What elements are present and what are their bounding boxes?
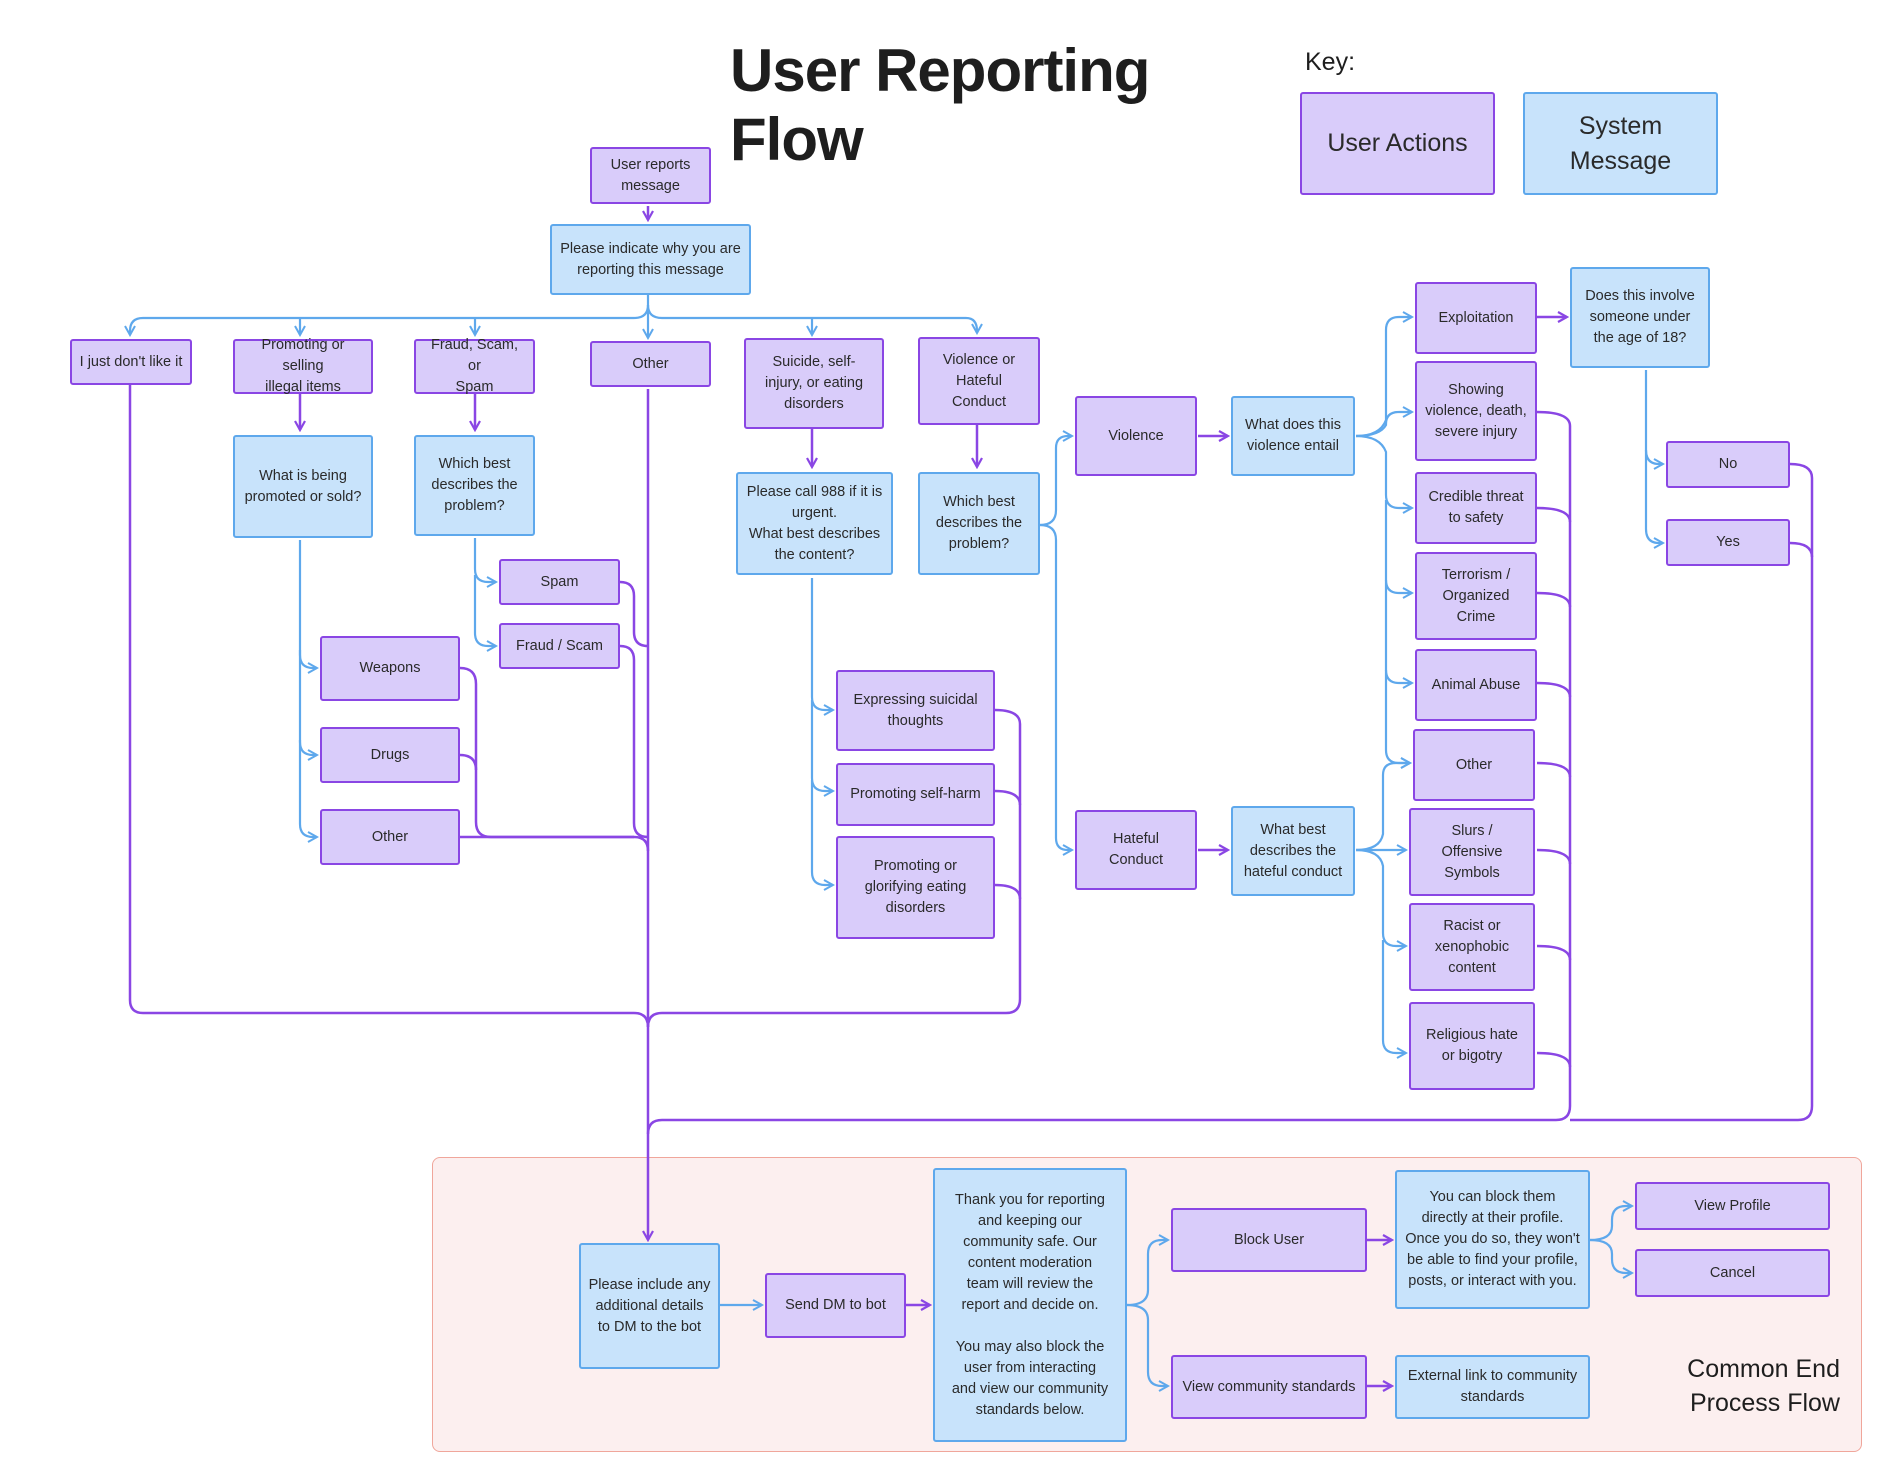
node-view-profile[interactable]: View Profile [1635, 1182, 1830, 1230]
node-fraud-scam[interactable]: Fraud / Scam [499, 623, 620, 669]
end-label-line-1: Common End [1687, 1355, 1840, 1383]
node-exploitation[interactable]: Exploitation [1415, 282, 1537, 354]
node-no[interactable]: No [1666, 441, 1790, 488]
node-violence[interactable]: Violence [1075, 396, 1197, 476]
node-promoting-selling[interactable]: Promoting or selling illegal items [233, 337, 373, 395]
node-religious[interactable]: Religious hate or bigotry [1409, 1002, 1535, 1090]
page-title: User Reporting Flow [730, 37, 1150, 173]
node-which-best-violence: Which best describes the problem? [918, 472, 1040, 575]
node-yes[interactable]: Yes [1666, 519, 1790, 566]
node-showing-violence[interactable]: Showing violence, death, severe injury [1415, 361, 1537, 461]
node-cancel[interactable]: Cancel [1635, 1249, 1830, 1297]
node-spam[interactable]: Spam [499, 559, 620, 605]
node-promoting-self-harm[interactable]: Promoting self-harm [836, 763, 995, 826]
node-other-promo[interactable]: Other [320, 809, 460, 865]
node-animal-abuse[interactable]: Animal Abuse [1415, 649, 1537, 721]
node-block-user[interactable]: Block User [1171, 1208, 1367, 1272]
node-hateful-conduct[interactable]: Hateful Conduct [1075, 810, 1197, 890]
key-label: Key: [1305, 48, 1356, 76]
node-glorifying-eating[interactable]: Promoting or glorifying eating disorders [836, 836, 995, 939]
key-user-actions: User Actions [1300, 92, 1495, 195]
node-slurs[interactable]: Slurs / Offensive Symbols [1409, 808, 1535, 896]
node-what-promoted: What is being promoted or sold? [233, 435, 373, 538]
node-additional-details: Please include any additional details to… [579, 1243, 720, 1369]
node-block-info: You can block them directly at their pro… [1395, 1170, 1590, 1309]
node-dont-like-it[interactable]: I just don't like it [70, 339, 192, 385]
common-end-process-label: Common End Process Flow [1640, 1352, 1840, 1420]
end-label-line-2: Process Flow [1689, 1389, 1840, 1417]
node-user-reports-message[interactable]: User reports message [590, 147, 711, 204]
node-under-18: Does this involve someone under the age … [1570, 267, 1710, 368]
node-racist[interactable]: Racist or xenophobic content [1409, 903, 1535, 991]
node-what-hateful: What best describes the hateful conduct [1231, 806, 1355, 896]
node-indicate-why: Please indicate why you are reporting th… [550, 224, 751, 295]
node-fraud-scam-spam[interactable]: Fraud, Scam, or Spam [414, 337, 535, 395]
key-system-message: System Message [1523, 92, 1718, 195]
node-weapons[interactable]: Weapons [320, 636, 460, 701]
node-which-best-fraud: Which best describes the problem? [414, 435, 535, 536]
node-expressing-suicidal[interactable]: Expressing suicidal thoughts [836, 670, 995, 751]
node-credible-threat[interactable]: Credible threat to safety [1415, 472, 1537, 544]
node-violence-hateful[interactable]: Violence or Hateful Conduct [918, 337, 1040, 425]
node-what-violence: What does this violence entail [1231, 396, 1355, 476]
node-thank-you: Thank you for reporting and keeping our … [933, 1168, 1127, 1442]
node-terrorism[interactable]: Terrorism / Organized Crime [1415, 552, 1537, 640]
node-view-standards[interactable]: View community standards [1171, 1355, 1367, 1419]
node-suicide-self-injury[interactable]: Suicide, self- injury, or eating disorde… [744, 338, 884, 429]
node-other-top[interactable]: Other [590, 341, 711, 387]
node-external-link[interactable]: External link to community standards [1395, 1355, 1590, 1419]
node-drugs[interactable]: Drugs [320, 727, 460, 783]
node-call-988: Please call 988 if it is urgent. What be… [736, 472, 893, 575]
node-other-violence[interactable]: Other [1413, 729, 1535, 801]
node-send-dm[interactable]: Send DM to bot [765, 1273, 906, 1338]
